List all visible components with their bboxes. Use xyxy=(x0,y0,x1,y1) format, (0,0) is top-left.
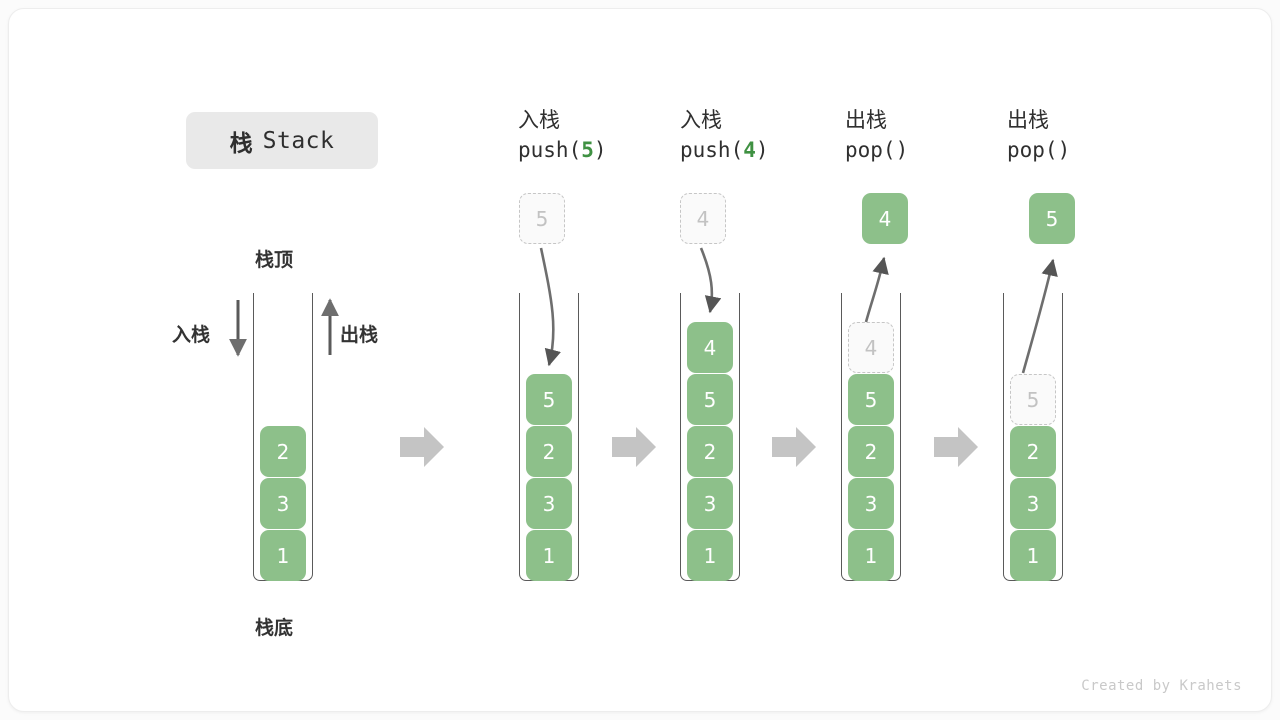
step-header-3-cn: 入栈 xyxy=(680,108,722,132)
stack-cell: 2 xyxy=(1010,426,1056,477)
stack-cell: 5 xyxy=(526,374,572,425)
stack-cell: 2 xyxy=(687,426,733,477)
stack-cell: 3 xyxy=(260,478,306,529)
label-stack-bottom: 栈底 xyxy=(255,617,294,639)
step-header-4-fn-post: ) xyxy=(895,138,909,163)
step-header-4-fn: pop() xyxy=(845,135,1045,165)
float-box-5: 5 xyxy=(1029,193,1075,244)
stack-cell: 4 xyxy=(687,322,733,373)
stack-cell: 1 xyxy=(848,530,894,581)
step-header-2-cn: 入栈 xyxy=(518,108,560,132)
title-cn: 栈 xyxy=(229,130,253,157)
stack-cell: 2 xyxy=(526,426,572,477)
stack-cell-ghost: 4 xyxy=(848,322,894,373)
step-header-2-fn-post: ) xyxy=(593,138,607,163)
stack-cell: 1 xyxy=(1010,530,1056,581)
step-header-4-fn-pre: pop( xyxy=(845,138,896,163)
stack-cell: 3 xyxy=(848,478,894,529)
diagram-title-badge: 栈 Stack xyxy=(186,112,378,169)
step-header-5: 出栈 pop() xyxy=(1007,105,1207,166)
step-header-3-fn-arg: 4 xyxy=(743,138,756,163)
step-header-5-fn-post: ) xyxy=(1057,138,1071,163)
float-box-4: 4 xyxy=(862,193,908,244)
label-stack-top: 栈顶 xyxy=(255,249,294,271)
stack-cell: 3 xyxy=(526,478,572,529)
step-header-3-fn: push(4) xyxy=(680,135,880,165)
title-en: Stack xyxy=(262,127,335,154)
stack-cell: 1 xyxy=(526,530,572,581)
stack-cell: 2 xyxy=(848,426,894,477)
float-box-2: 5 xyxy=(519,193,565,244)
stack-cell: 2 xyxy=(260,426,306,477)
stack-cell: 1 xyxy=(260,530,306,581)
step-header-2-fn-pre: push( xyxy=(518,138,582,163)
step-header-2: 入栈 push(5) xyxy=(518,105,718,166)
label-pop-left: 出栈 xyxy=(340,324,379,346)
float-box-3: 4 xyxy=(680,193,726,244)
step-header-2-fn-arg: 5 xyxy=(581,138,594,163)
stack-cell: 3 xyxy=(1010,478,1056,529)
stack-cell-ghost: 5 xyxy=(1010,374,1056,425)
label-push-left: 入栈 xyxy=(172,324,211,346)
stack-cell: 5 xyxy=(687,374,733,425)
step-header-4-cn: 出栈 xyxy=(845,108,887,132)
step-header-3-fn-pre: push( xyxy=(680,138,744,163)
step-header-2-fn: push(5) xyxy=(518,135,718,165)
step-header-5-fn-pre: pop( xyxy=(1007,138,1058,163)
step-header-4: 出栈 pop() xyxy=(845,105,1045,166)
step-header-3-fn-post: ) xyxy=(755,138,769,163)
stack-cell: 1 xyxy=(687,530,733,581)
stack-cell: 5 xyxy=(848,374,894,425)
step-header-5-fn: pop() xyxy=(1007,135,1207,165)
stack-cell: 3 xyxy=(687,478,733,529)
footer-credit: Created by Krahets xyxy=(1081,678,1242,694)
step-header-5-cn: 出栈 xyxy=(1007,108,1049,132)
step-header-3: 入栈 push(4) xyxy=(680,105,880,166)
